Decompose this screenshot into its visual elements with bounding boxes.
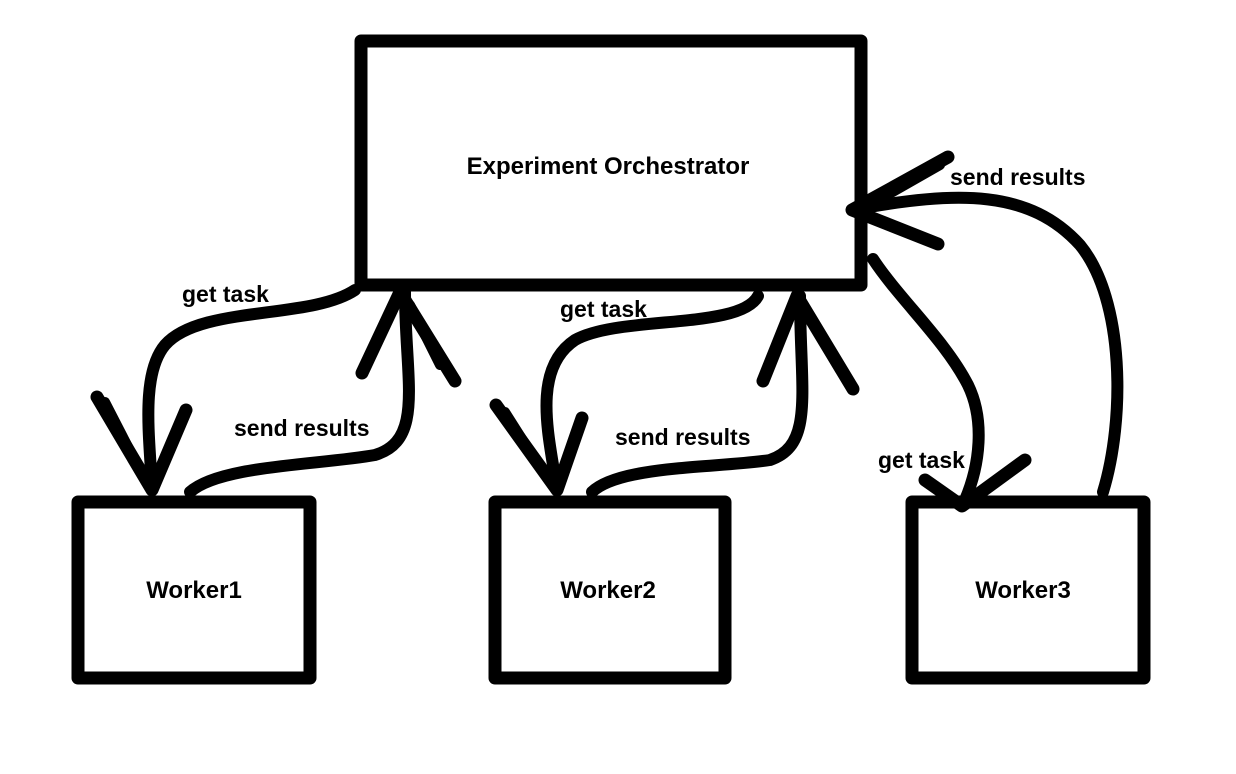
worker3-node: Worker3	[905, 495, 1151, 685]
worker2-node: Worker2	[488, 495, 732, 685]
w3-send-results-label: send results	[950, 164, 1086, 190]
edge-w2-send-results	[586, 289, 860, 498]
worker1-node: Worker1	[71, 495, 317, 685]
edge-w3-get-task	[867, 253, 1032, 513]
edge-w1-get-task	[90, 284, 361, 497]
w2-get-task-label: get task	[560, 296, 647, 322]
orchestrator-label: Experiment Orchestrator	[467, 153, 750, 180]
edge-w3-send-results	[845, 150, 1124, 498]
edge-w1-send-results	[184, 285, 462, 498]
w2-send-results-label: send results	[615, 424, 751, 450]
orchestrator-node: Experiment Orchestrator	[354, 34, 868, 292]
worker1-label: Worker1	[146, 577, 242, 604]
w1-get-task-label: get task	[182, 281, 269, 307]
worker3-label: Worker3	[975, 577, 1071, 604]
w3-get-task-label: get task	[878, 447, 965, 473]
worker2-label: Worker2	[560, 577, 656, 604]
edge-w2-get-task	[489, 290, 764, 497]
w1-send-results-label: send results	[234, 415, 370, 441]
